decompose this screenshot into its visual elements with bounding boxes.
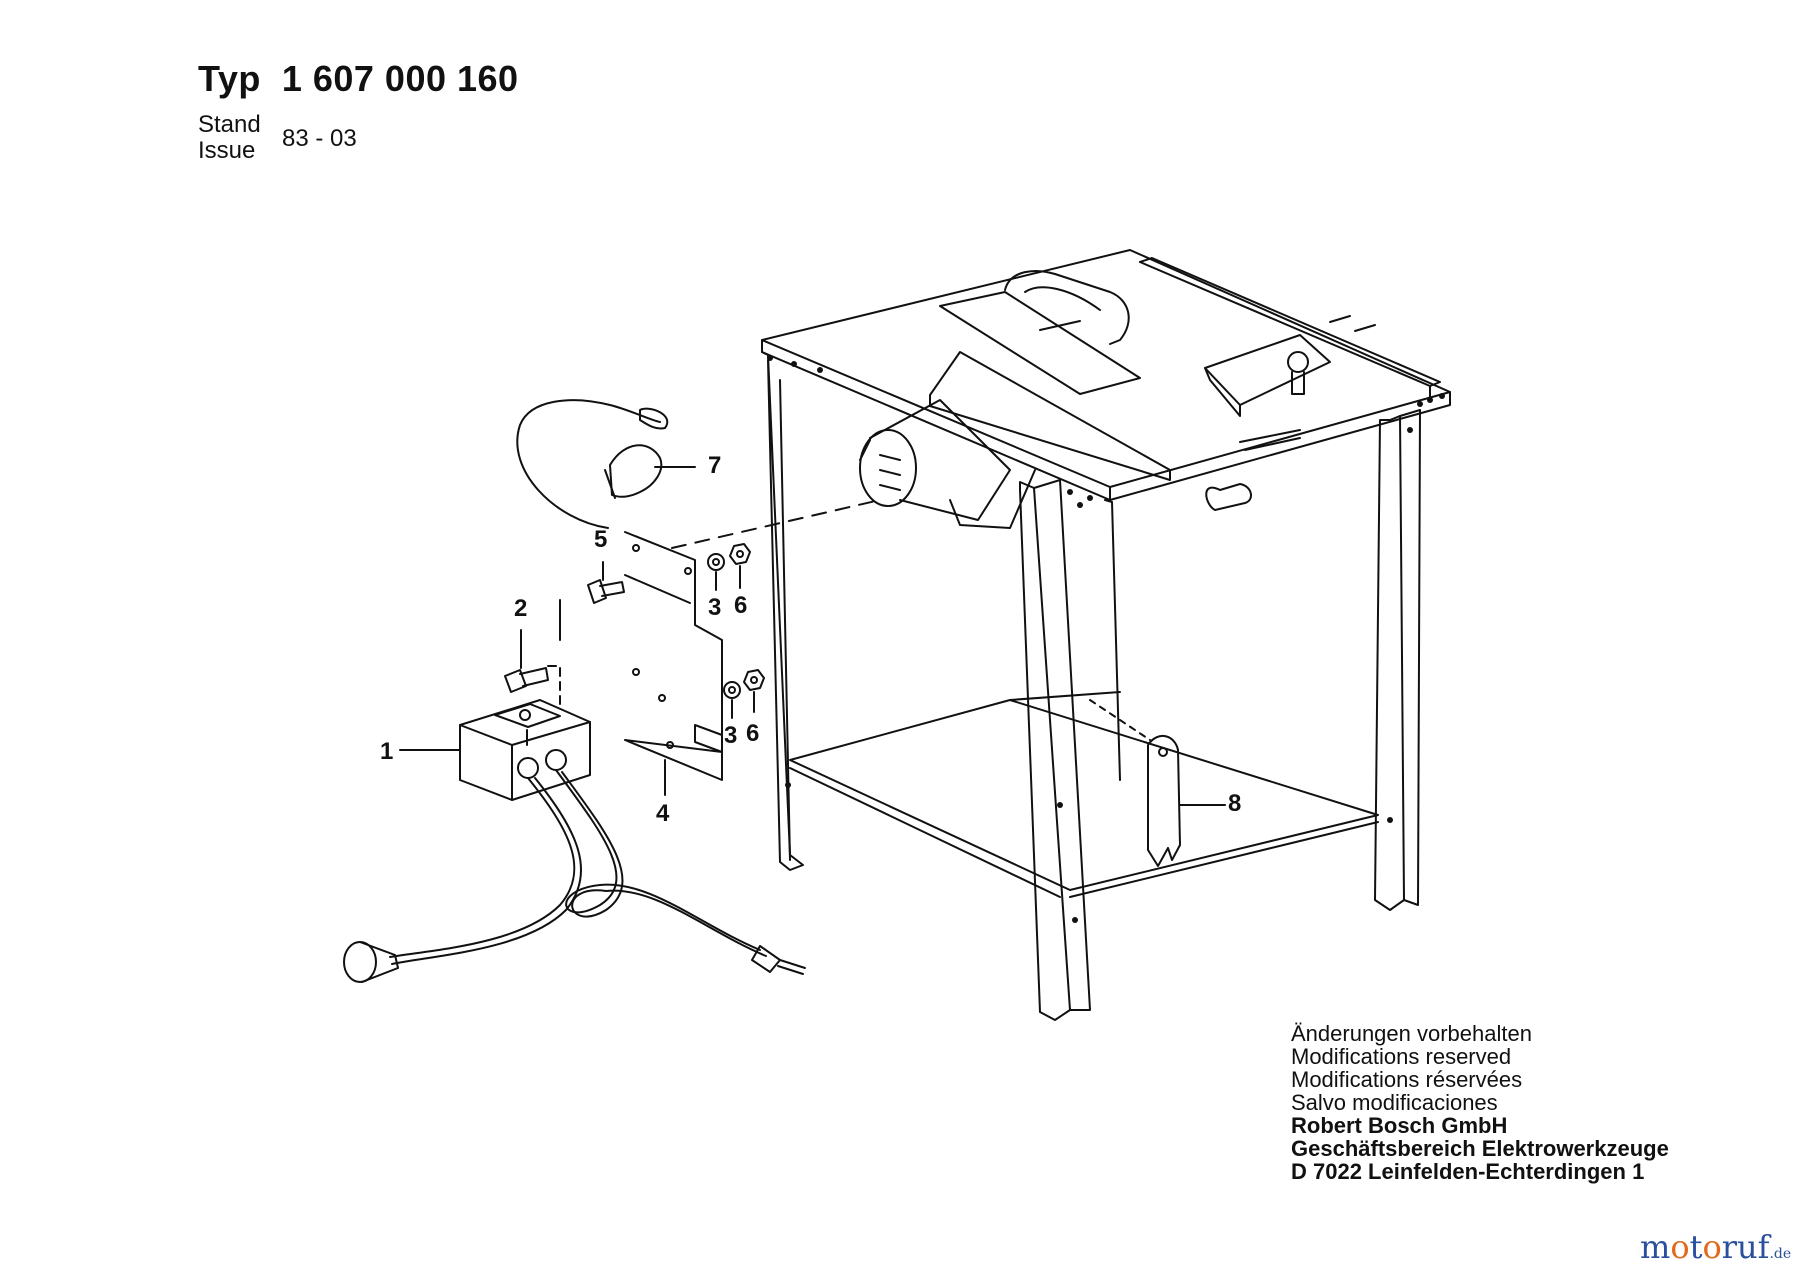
stand-label: Stand [198,111,261,138]
callout-4: 4 [656,800,670,827]
watermark-letter: o [1670,1228,1690,1266]
screw-part-5 [588,562,624,603]
switch-box-part-1 [344,700,805,982]
callout-6-upper: 6 [734,592,748,619]
callout-8: 8 [1228,790,1242,817]
motoruf-watermark-logo: motoruf.de [1640,1228,1791,1266]
watermark-letter: u [1737,1228,1758,1266]
company-name: Robert Bosch GmbH [1291,1113,1508,1138]
issue-label: Issue [198,137,256,164]
issue-date: 83 - 03 [282,125,357,152]
notice-line-es: Salvo modificaciones [1291,1090,1498,1115]
stand-issue-label: Stand Issue [198,112,261,164]
callout-5: 5 [594,526,608,553]
saw-table-stand [762,250,1450,1020]
watermark-letter: o [1702,1228,1722,1266]
notice-line-fr: Modifications réservées [1291,1067,1523,1092]
push-stick-part-8 [1090,700,1225,866]
watermark-letter: r [1721,1228,1738,1266]
watermark-letter: f [1757,1228,1770,1266]
callout-2: 2 [514,595,528,622]
mounting-plate-part-4 [625,500,880,795]
watermark-letter: m [1640,1228,1671,1266]
callout-3-upper: 3 [708,594,722,621]
notice-line-en: Modifications reserved [1291,1044,1512,1069]
company-address: D 7022 Leinfelden-Echterdingen 1 [1291,1159,1645,1184]
callout-6-lower: 6 [746,720,760,747]
company-division: Geschäftsbereich Elektrowerkzeuge [1291,1136,1669,1161]
bolt-part-2 [505,630,560,705]
callout-7: 7 [708,452,722,479]
notice-line-de: Änderungen vorbehalten [1291,1021,1532,1046]
modifications-notice: Änderungen vorbehalten Modifications res… [1291,1022,1669,1183]
callout-1: 1 [380,738,394,765]
document-title: Typ 1 607 000 160 [198,58,519,99]
watermark-suffix: .de [1769,1246,1792,1262]
cable-clip-part-7 [517,400,695,528]
watermark-letter: t [1689,1228,1703,1266]
callout-3-lower: 3 [724,722,738,749]
washers-nuts-parts-3-6 [708,544,764,718]
